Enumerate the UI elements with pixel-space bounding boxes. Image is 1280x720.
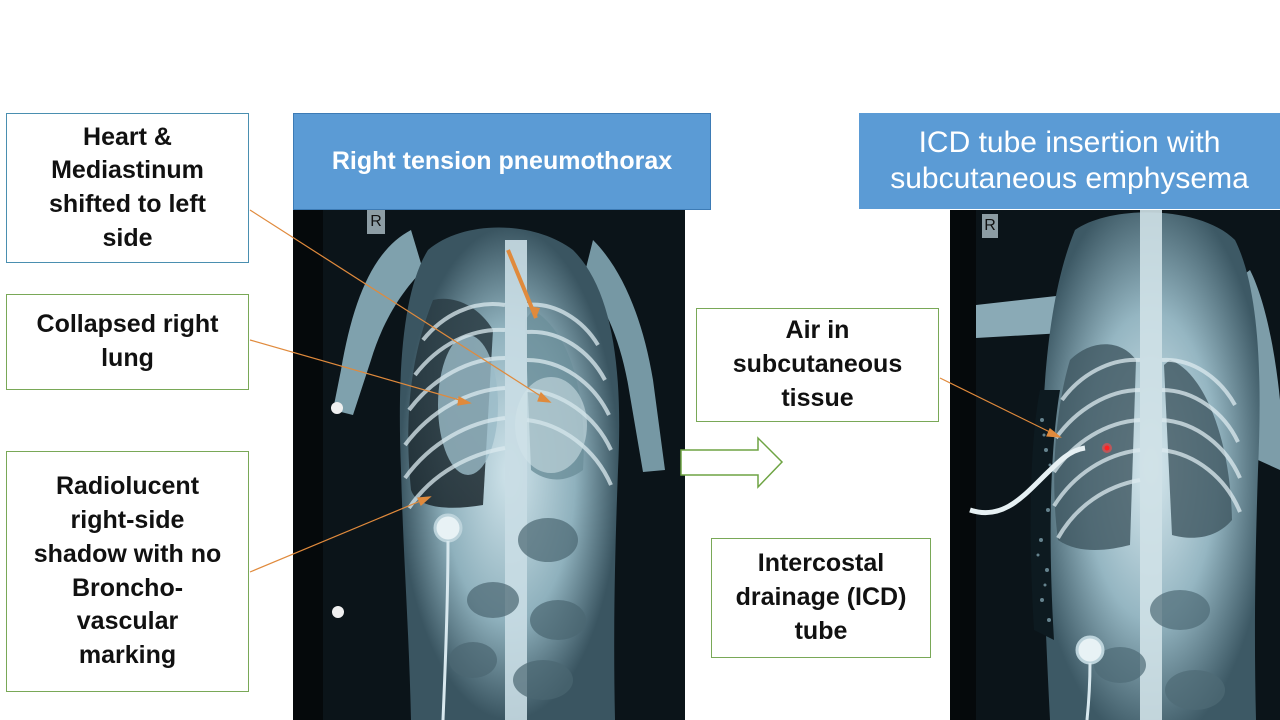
callout-radiolucent-line: marking [78, 641, 177, 669]
callout-collapsed-line: lung [101, 344, 154, 372]
left-xray-title: Right tension pneumothorax [331, 147, 673, 175]
callout-air-line: subcutaneous [732, 350, 903, 379]
callout-heart-line: side [102, 223, 153, 252]
callout-radiolucent-line: right-side [70, 506, 185, 534]
callout-radiolucent-line: vascular [76, 607, 179, 636]
left-xray-title-banner: Right tension pneumothorax [293, 113, 711, 210]
callout-air-line: Air in [785, 316, 850, 345]
right-xray-image: R [950, 210, 1280, 720]
transition-arrow [680, 436, 784, 489]
callout-icd-line: Intercostal [757, 549, 885, 578]
callout-collapsed-line: Collapsed right [36, 310, 219, 339]
callout-heart-line: shifted to left [49, 190, 206, 218]
callout-icd-line: tube [794, 616, 848, 645]
callout-radiolucent-line: Broncho- [71, 573, 184, 602]
callout-air-subcutaneous: Air in subcutaneous tissue [696, 308, 939, 422]
callout-air-line: tissue [781, 383, 854, 412]
right-xray-marker: R [982, 214, 998, 238]
callout-radiolucent-line: Radiolucent [55, 472, 200, 501]
callout-heart-line: Heart & [83, 122, 172, 151]
callout-icd-line: drainage (ICD) [735, 583, 907, 612]
right-xray-title-line2: subcutaneous emphysema [890, 162, 1249, 195]
callout-heart-mediastinum: Heart & Mediastinum shifted to left side [6, 113, 249, 263]
callout-icd-tube: Intercostal drainage (ICD) tube [711, 538, 931, 658]
callout-radiolucent-shadow: Radiolucent right-side shadow with no Br… [6, 451, 249, 692]
right-xray-title-line1: ICD tube insertion with [918, 126, 1221, 159]
left-xray-image: R [293, 210, 685, 720]
callout-radiolucent-line: shadow with no [33, 539, 222, 568]
right-xray-title-banner: ICD tube insertion with subcutaneous emp… [859, 113, 1280, 209]
left-xray-marker: R [367, 210, 385, 234]
callout-collapsed-lung: Collapsed right lung [6, 294, 249, 390]
callout-heart-line: Mediastinum [51, 156, 204, 185]
